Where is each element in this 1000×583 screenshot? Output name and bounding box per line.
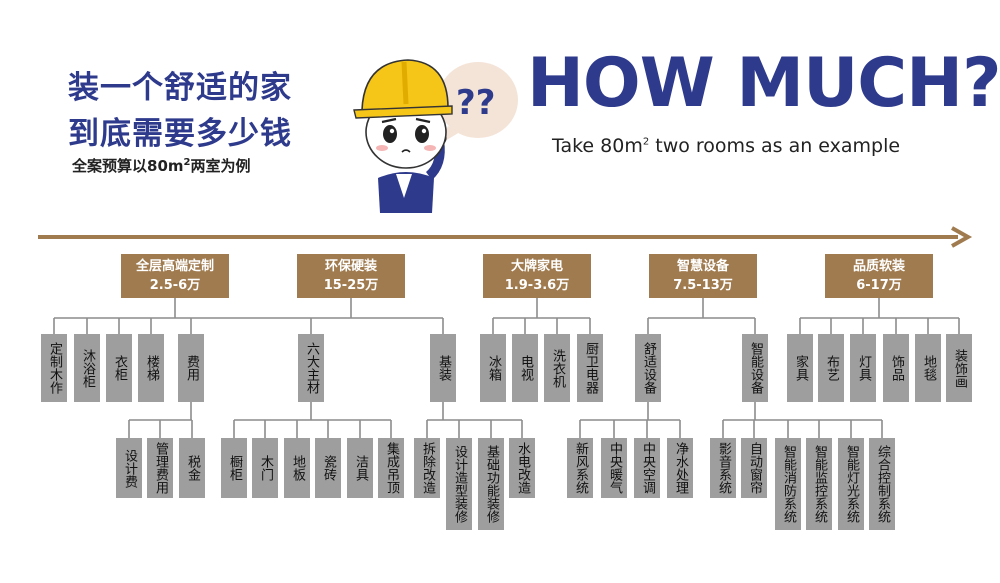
leaf-ornaments: 饰品 [883,334,909,402]
category-price: 1.9-3.6万 [504,278,570,293]
subtitle-sup: 2 [183,157,191,168]
leaf-floor: 地板 [284,438,310,498]
leaf-carpet: 地毯 [915,334,941,402]
arrow-head-icon [951,226,973,248]
leaf-furniture: 家具 [787,334,813,402]
leaf-integrated-ceiling: 集成吊顶 [378,438,404,498]
leaf-sanitary-ware: 洁具 [347,438,373,498]
leaf-smart-monitoring: 智能监控系统 [806,438,832,530]
leaf-kitchen-bath-appliances: 厨卫电器 [577,334,603,402]
leaf-management-fee: 管理费用 [147,438,173,498]
leaf-plumbing-electrical: 水电改造 [509,438,535,498]
category-price: 2.5-6万 [149,278,201,293]
leaf-water-purification: 净水处理 [667,438,693,498]
leaf-central-ac: 中央空调 [634,438,660,498]
subtitle-pre: 全案预算以80m [72,157,184,175]
leaf-decorative-painting: 装饰画 [946,334,972,402]
worker-mascot-illustration: ?? [353,59,518,213]
category-soft-decoration: 品质软装 6-17万 [825,254,933,298]
leaf-smart-fire: 智能消防系统 [775,438,801,530]
example-post: two rooms as an example [649,135,901,157]
leaf-fridge: 冰箱 [480,334,506,402]
leaf-stairs: 楼梯 [138,334,164,402]
category-name: 品质软装 [852,259,905,274]
leaf-six-main-materials: 六大主材 [298,334,324,402]
category-name: 环保硬装 [324,259,377,274]
category-name: 全层高端定制 [135,259,214,274]
category-hard-decoration: 环保硬装 15-25万 [297,254,405,298]
how-much-heading: HOW MUCH? [527,44,1000,123]
leaf-shower-cabinet: 沐浴柜 [74,334,100,402]
leaf-basic-function: 基础功能装修 [478,438,504,530]
leaf-smart-lighting: 智能灯光系统 [838,438,864,530]
category-smart-devices: 智慧设备 7.5-13万 [649,254,757,298]
speech-bubble [438,62,518,138]
leaf-auto-curtain: 自动窗帘 [741,438,767,498]
leaf-integrated-control: 综合控制系统 [869,438,895,530]
leaf-tv: 电视 [512,334,538,402]
leaf-audio-video: 影音系统 [710,438,736,498]
leaf-custom-woodwork: 定制木作 [41,334,67,402]
category-name: 智慧设备 [676,259,729,274]
leaf-washing-machine: 洗衣机 [544,334,570,402]
leaf-tax: 税金 [179,438,205,498]
leaf-design-modeling: 设计造型装修 [446,438,472,530]
example-sup: 2 [642,136,650,148]
subtitle-post: 两室为例 [190,157,251,175]
category-appliances: 大牌家电 1.9-3.6万 [483,254,591,298]
category-price: 6-17万 [856,278,902,293]
example-pre: Take 80m [552,135,643,157]
category-custom: 全层高端定制 2.5-6万 [121,254,229,298]
leaf-tiles: 瓷砖 [315,438,341,498]
leaf-basic-installation: 基装 [430,334,456,402]
leaf-fabric: 布艺 [818,334,844,402]
leaf-design-fee: 设计费 [116,438,142,498]
category-price: 15-25万 [323,278,379,293]
title-line-2: 到底需要多少钱 [68,116,292,152]
leaf-fees: 费用 [178,334,204,402]
title-line-1: 装一个舒适的家 [68,70,292,106]
category-price: 7.5-13万 [673,278,733,293]
leaf-cabinets: 橱柜 [221,438,247,498]
question-marks: ?? [456,83,495,123]
leaf-wooden-door: 木门 [252,438,278,498]
leaf-smart-devices: 智能设备 [742,334,768,402]
category-name: 大牌家电 [510,259,563,274]
leaf-demolition: 拆除改造 [414,438,440,498]
leaf-wardrobe: 衣柜 [106,334,132,402]
leaf-fresh-air: 新风系统 [567,438,593,498]
leaf-comfort-devices: 舒适设备 [635,334,661,402]
subtitle: 全案预算以80m2两室为例 [72,155,251,176]
leaf-central-heating: 中央暖气 [601,438,627,498]
example-caption: Take 80m2 two rooms as an example [552,135,900,157]
leaf-lighting: 灯具 [850,334,876,402]
